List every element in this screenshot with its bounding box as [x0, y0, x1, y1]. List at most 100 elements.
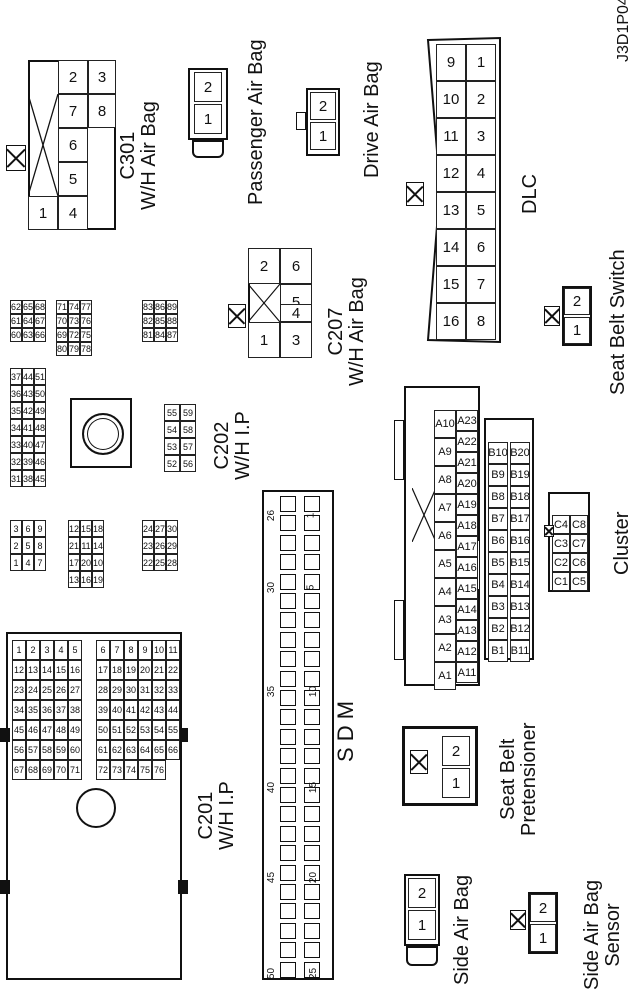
pin: 23	[12, 680, 26, 700]
pin: 48	[34, 419, 46, 436]
pin: 4	[466, 155, 496, 192]
pin: A15	[456, 578, 478, 599]
pin: 8	[466, 303, 496, 340]
pin: 76	[80, 314, 92, 328]
pin-slot	[304, 651, 320, 668]
pin: 41	[124, 700, 138, 720]
pin: 1	[530, 924, 556, 952]
pin: C5	[570, 572, 588, 591]
pin-slot	[280, 961, 296, 978]
pin: B18	[510, 486, 530, 508]
pin: 33	[166, 680, 180, 700]
pin-slot	[304, 690, 320, 706]
pin: 33	[10, 436, 22, 453]
pin: 31	[138, 680, 152, 700]
pin: 6	[22, 520, 34, 537]
pin: 24	[26, 680, 40, 700]
pin: 16	[436, 303, 466, 340]
pin: 42	[138, 700, 152, 720]
pin-slot	[304, 709, 320, 726]
pin: 38	[68, 700, 82, 720]
pin: 15	[436, 266, 466, 303]
passenger-air-bag-label: Passenger Air Bag	[245, 39, 267, 205]
pin: 82	[142, 314, 154, 328]
pin: 7	[110, 640, 124, 660]
pin-slot	[280, 767, 296, 784]
pin: 15	[54, 660, 68, 680]
pin: 55	[166, 720, 180, 740]
pin-slot	[304, 534, 320, 551]
pin: 34	[12, 700, 26, 720]
pin-slot	[280, 884, 296, 900]
c201-title: C201	[195, 791, 217, 840]
pin: A7	[434, 494, 456, 522]
lock-icon	[406, 182, 424, 206]
pin-number: 30	[266, 581, 278, 594]
pin: 31	[10, 470, 22, 487]
pin: A3	[434, 606, 456, 634]
pin: A19	[456, 494, 478, 515]
pin: 32	[10, 453, 22, 470]
pin-slot	[280, 496, 296, 512]
pin: B17	[510, 508, 530, 530]
pin-slot	[280, 825, 296, 842]
pin: A14	[456, 599, 478, 620]
pin: 5	[58, 162, 88, 196]
pin: 58	[180, 421, 196, 438]
pin-slot	[280, 787, 296, 803]
pin: 11	[166, 640, 180, 660]
pin: 3	[88, 60, 116, 94]
pin-slot	[280, 631, 296, 648]
pin: 28	[166, 554, 178, 571]
pin: B2	[488, 618, 508, 640]
pin: 2	[248, 248, 280, 284]
pin: 1	[466, 44, 496, 81]
pin: A16	[456, 557, 478, 578]
pin-slot	[280, 728, 296, 745]
pin: 1	[310, 122, 336, 150]
pin: 39	[22, 453, 34, 470]
lock-icon	[544, 306, 560, 326]
pin: 20	[138, 660, 152, 680]
pin-slot	[304, 806, 320, 823]
pin: 1	[248, 322, 280, 358]
drive-air-bag-label: Drive Air Bag	[361, 61, 383, 178]
pin: 4	[280, 304, 312, 322]
pretensioner-label-1: Seat Belt	[497, 738, 519, 820]
side-air-bag-sensor-label-2: Sensor	[602, 903, 624, 967]
pin: 10	[436, 81, 466, 118]
pin-number: 50	[266, 967, 278, 980]
pin: B6	[488, 530, 508, 552]
pin: A5	[434, 550, 456, 578]
pin: 26	[154, 537, 166, 554]
pin: 73	[110, 760, 124, 780]
pin: 51	[34, 368, 46, 385]
lock-icon	[410, 750, 428, 774]
pin-slot	[304, 922, 320, 939]
latch-mark	[178, 728, 188, 742]
pin: 4	[54, 640, 68, 660]
pin: 12	[68, 520, 80, 537]
pin-number: 25	[308, 967, 320, 980]
pin: 36	[10, 385, 22, 402]
pin-slot	[304, 631, 320, 648]
pin: 36	[40, 700, 54, 720]
pin-slot	[304, 728, 320, 745]
pin: 55	[164, 404, 180, 421]
pin: C4	[552, 515, 570, 534]
pin: 7	[466, 266, 496, 303]
pin: 18	[92, 520, 104, 537]
pin: 53	[164, 438, 180, 455]
pin: 11	[80, 537, 92, 554]
pin: 1	[28, 196, 58, 230]
pin: 38	[22, 470, 34, 487]
pin: 71	[68, 760, 82, 780]
pin: 68	[26, 760, 40, 780]
pin: 46	[34, 453, 46, 470]
lock-icon	[544, 525, 554, 537]
pin: 70	[56, 314, 68, 328]
pin: 74	[124, 760, 138, 780]
pin: A20	[456, 473, 478, 494]
pin: 54	[164, 421, 180, 438]
pin: 22	[142, 554, 154, 571]
